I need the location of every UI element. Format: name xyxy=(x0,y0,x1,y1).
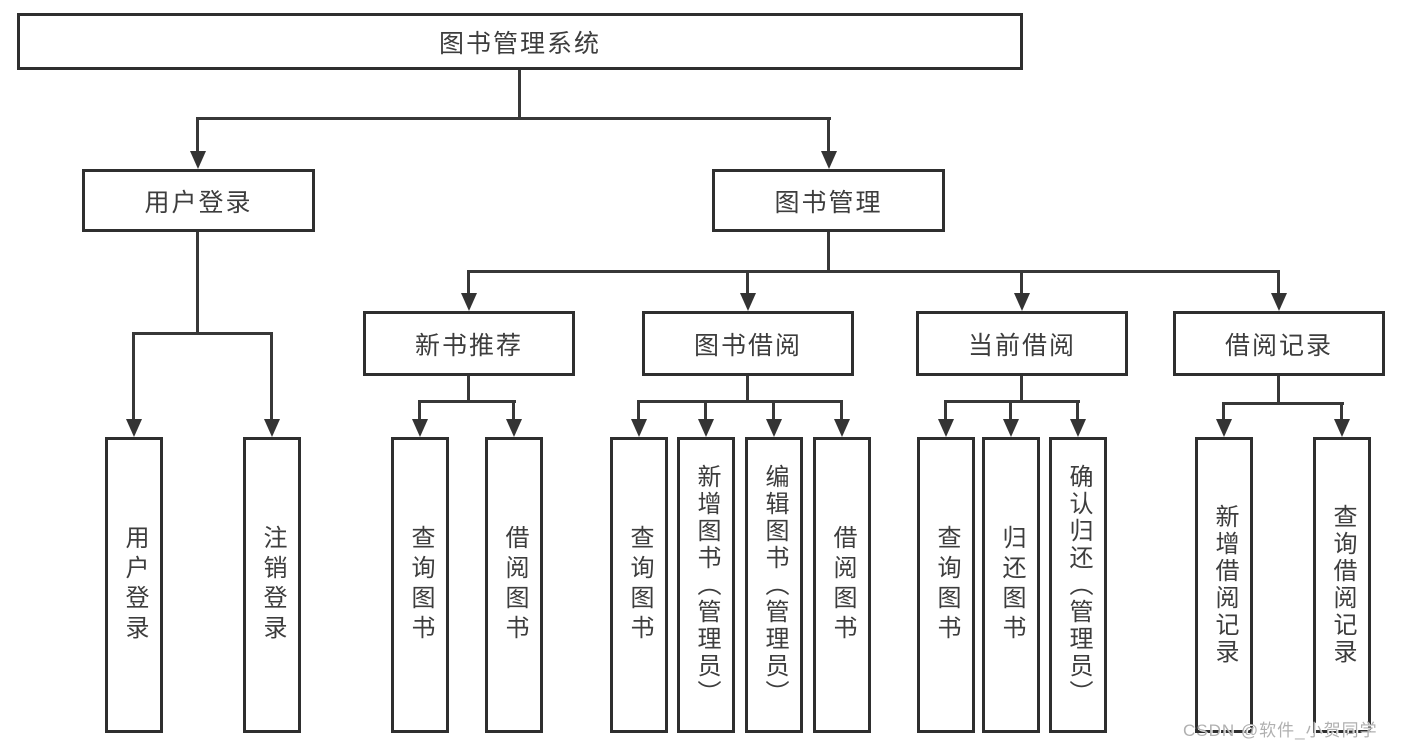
arrowhead-down-icon xyxy=(1216,419,1232,437)
connector-newbook-bar xyxy=(418,400,516,403)
connector-drop-current-borrow xyxy=(1020,273,1023,293)
node-book-management: 图书管理 xyxy=(712,169,945,232)
connector-drop xyxy=(704,403,707,419)
connector-drop xyxy=(840,403,843,419)
arrowhead-down-icon xyxy=(461,293,477,311)
arrowhead-down-icon xyxy=(412,419,428,437)
connector-drop-leaf-logout xyxy=(270,335,273,419)
node-user-login-branch: 用户登录 xyxy=(82,169,315,232)
connector-drop xyxy=(1340,405,1343,419)
node-new-book-recommend: 新书推荐 xyxy=(363,311,575,376)
connector-drop-borrow-records xyxy=(1277,273,1280,293)
arrowhead-down-icon xyxy=(821,151,837,169)
connector-drop xyxy=(1222,405,1225,419)
connector-root-bar xyxy=(196,117,831,120)
connector-drop xyxy=(512,403,515,419)
arrowhead-down-icon xyxy=(126,419,142,437)
arrowhead-down-icon xyxy=(631,419,647,437)
arrowhead-down-icon xyxy=(766,419,782,437)
arrowhead-down-icon xyxy=(938,419,954,437)
arrowhead-down-icon xyxy=(1003,419,1019,437)
connector-drop-book-borrow xyxy=(746,273,749,293)
leaf-add-borrow-record: 新增借阅记录 xyxy=(1195,437,1253,733)
connector-borrowrecords-stem xyxy=(1277,376,1280,405)
connector-currentborrow-stem xyxy=(1020,376,1023,403)
arrowhead-down-icon xyxy=(190,151,206,169)
arrowhead-down-icon xyxy=(1070,419,1086,437)
arrowhead-down-icon xyxy=(834,419,850,437)
connector-drop xyxy=(944,403,947,419)
connector-drop-new-book xyxy=(467,273,470,293)
connector-borrowrecords-bar xyxy=(1222,402,1344,405)
connector-root-stem xyxy=(518,70,521,120)
connector-drop-book-mgmt xyxy=(827,119,830,152)
node-book-borrow: 图书借阅 xyxy=(642,311,854,376)
connector-drop xyxy=(1009,403,1012,419)
connector-bookmgmt-bar xyxy=(467,270,1280,273)
connector-userlogin-stem xyxy=(196,232,199,335)
arrowhead-down-icon xyxy=(1014,293,1030,311)
connector-drop xyxy=(1076,403,1079,419)
csdn-watermark: CSDN @软件_小贺同学 xyxy=(1183,721,1378,740)
connector-currentborrow-bar xyxy=(944,400,1080,403)
leaf-logout: 注销登录 xyxy=(243,437,301,733)
arrowhead-down-icon xyxy=(698,419,714,437)
arrowhead-down-icon xyxy=(506,419,522,437)
leaf-borrow-books: 借阅图书 xyxy=(813,437,871,733)
leaf-query-borrow-record: 查询借阅记录 xyxy=(1313,437,1371,733)
arrowhead-down-icon xyxy=(264,419,280,437)
node-current-borrow: 当前借阅 xyxy=(916,311,1128,376)
connector-bookborrow-bar xyxy=(637,400,843,403)
connector-drop xyxy=(772,403,775,419)
leaf-borrow-books-recommend: 借阅图书 xyxy=(485,437,543,733)
connector-bookborrow-stem xyxy=(746,376,749,403)
leaf-query-books-borrow: 查询图书 xyxy=(610,437,668,733)
leaf-edit-book-admin: 编辑图书（管理员） xyxy=(745,437,803,733)
connector-drop-user-login xyxy=(196,119,199,152)
leaf-query-books-recommend: 查询图书 xyxy=(391,437,449,733)
arrowhead-down-icon xyxy=(1271,293,1287,311)
leaf-user-login: 用户登录 xyxy=(105,437,163,733)
connector-newbook-stem xyxy=(467,376,470,403)
node-borrow-records: 借阅记录 xyxy=(1173,311,1385,376)
leaf-add-book-admin: 新增图书（管理员） xyxy=(677,437,735,733)
connector-bookmgmt-stem xyxy=(827,232,830,273)
connector-drop xyxy=(637,403,640,419)
connector-drop-leaf-login xyxy=(132,335,135,419)
connector-userlogin-bar xyxy=(132,332,273,335)
leaf-confirm-return-admin: 确认归还（管理员） xyxy=(1049,437,1107,733)
leaf-query-books-current: 查询图书 xyxy=(917,437,975,733)
leaf-return-book: 归还图书 xyxy=(982,437,1040,733)
arrowhead-down-icon xyxy=(740,293,756,311)
connector-drop xyxy=(418,403,421,419)
arrowhead-down-icon xyxy=(1334,419,1350,437)
node-root-library-system: 图书管理系统 xyxy=(17,13,1023,70)
